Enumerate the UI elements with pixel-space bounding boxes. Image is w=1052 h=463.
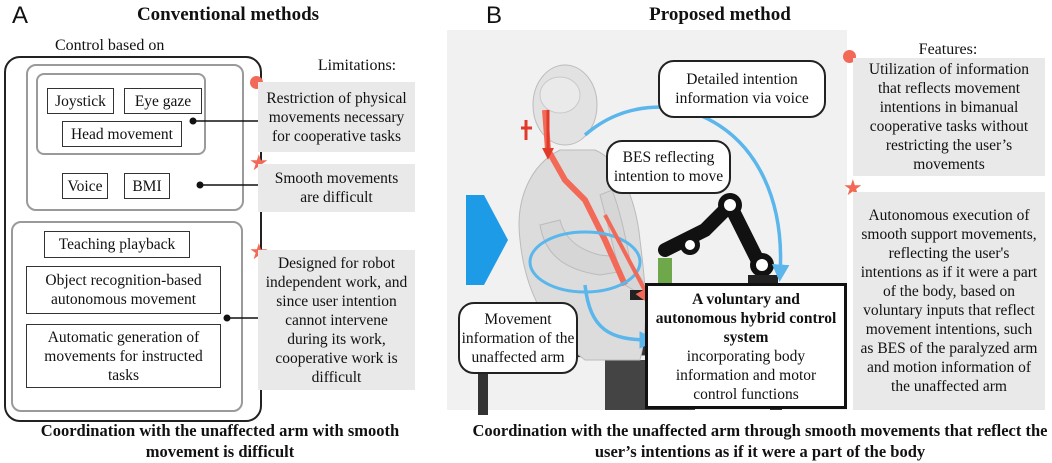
flow-arrow-icon [466,195,508,285]
hybrid-control-system-box: A voluntary and autonomous hybrid contro… [645,283,847,409]
robot-joint [756,259,768,271]
circle-marker-icon [843,50,856,63]
feature-2: Autonomous execution of smooth support m… [853,192,1045,410]
system-title: A voluntary and autonomous hybrid contro… [655,291,837,346]
movement-info-bubble: Movement information of the unaffected a… [458,302,578,374]
limitation-1: Restriction of physical movements necess… [258,82,415,152]
limitation-3: Designed for robot independent work, and… [258,250,415,390]
head-movement-box: Head movement [62,121,182,147]
feature-1: Utilization of information that reflects… [853,58,1045,176]
automatic-generation-box: Automatic generation of movements for in… [26,324,221,388]
user-input-group [26,64,244,211]
voice-box: Voice [62,173,108,199]
panel-b-title: Proposed method [649,4,791,25]
system-body: incorporating body information and motor… [675,348,817,403]
body-movement-group [36,73,206,155]
limitation-2: Smooth movements are difficult [258,164,415,212]
control-methods-frame [4,56,262,422]
panel-a-letter: A [12,2,29,29]
lightning-icon [521,120,532,140]
movement-arrow [583,284,657,349]
panel-a-caption: Coordination with the unaffected arm wit… [40,421,400,461]
features-label: Features: [918,41,978,58]
panel-a-title: Conventional methods [136,4,320,25]
robot-joint [685,240,695,250]
robot-joint [724,199,736,211]
joystick-box: Joystick [47,88,114,114]
connector-dot [196,181,204,189]
table-leg [478,360,488,415]
brain [539,76,581,114]
autonomous-group [11,221,243,412]
object-recognition-box: Object recognition-based autonomous move… [26,266,221,314]
connector-dot [223,314,231,322]
eye-gaze-box: Eye gaze [124,88,202,114]
teaching-playback-box: Teaching playback [44,231,190,258]
control-label: Control based on [55,37,165,54]
limitations-label: Limitations: [317,57,397,74]
voice-arrow [583,105,790,282]
bmi-box: BMI [124,173,170,199]
panel-b-caption: Coordination with the unaffected arm thr… [472,421,1048,461]
bes-arrow [603,214,654,308]
connector-dot [189,117,197,125]
voice-intention-bubble: Detailed intention information via voice [658,60,826,118]
robot-arm [658,193,767,272]
bes-intention-bubble: BES reflecting intention to move [606,140,731,194]
panel-b-letter: B [486,2,503,29]
